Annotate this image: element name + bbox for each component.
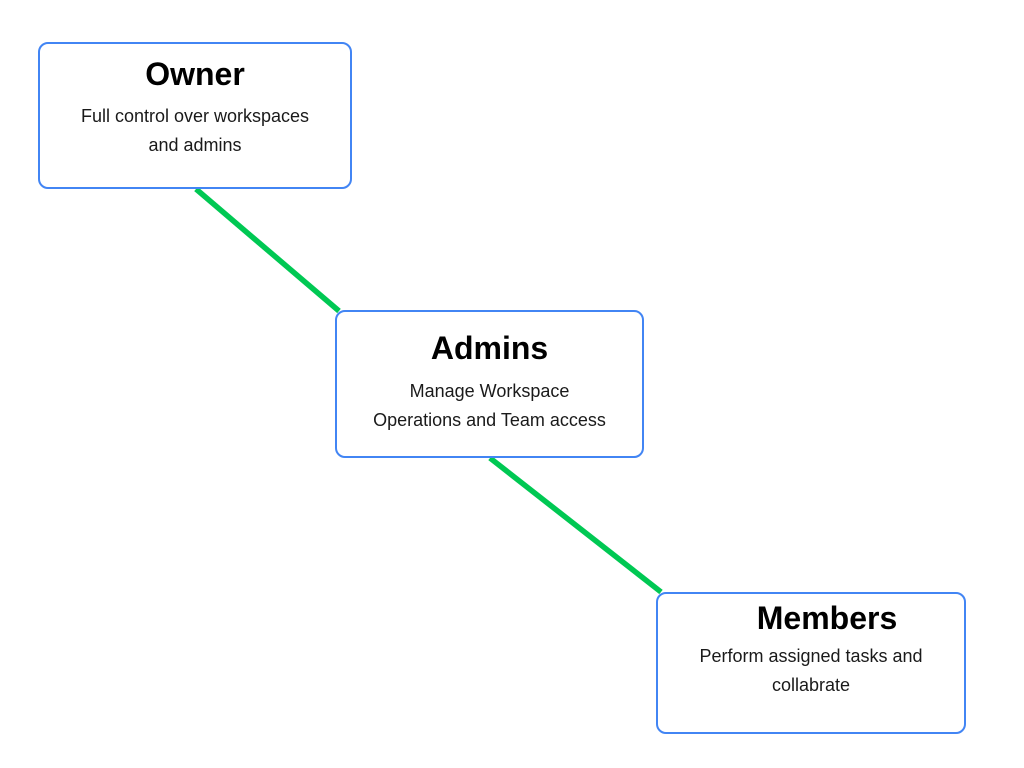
node-owner[interactable]: Owner Full control over workspaces and a… — [38, 42, 352, 189]
node-admins[interactable]: Admins Manage Workspace Operations and T… — [335, 310, 644, 458]
node-owner-description-line2: and admins — [148, 134, 242, 155]
node-owner-description-line1: Full control over workspaces — [80, 105, 310, 126]
node-members[interactable]: Members Perform assigned tasks and colla… — [656, 592, 966, 734]
node-admins-description-line2: Operations and Team access — [373, 409, 606, 430]
node-members-title: Members — [756, 600, 898, 636]
node-members-description: Perform assigned tasks and collabrate — [658, 642, 964, 700]
connector-owner-to-admins — [194, 186, 341, 314]
node-admins-description: Manage Workspace Operations and Team acc… — [340, 377, 640, 435]
node-admins-description-line1: Manage Workspace — [409, 380, 570, 401]
node-members-description-line1: Perform assigned tasks and — [699, 645, 923, 666]
node-admins-title: Admins — [430, 330, 549, 366]
node-members-description-line2: collabrate — [771, 674, 851, 695]
node-owner-description: Full control over workspaces and admins — [50, 102, 340, 160]
connector-admins-to-members — [488, 455, 663, 595]
node-owner-title: Owner — [145, 56, 245, 92]
